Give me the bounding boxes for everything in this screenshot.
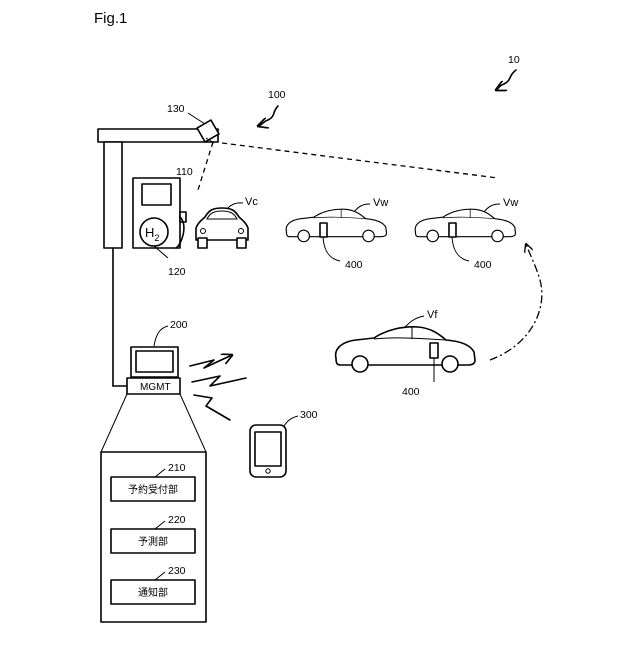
vw2-device-icon xyxy=(449,223,456,237)
camera-leader xyxy=(188,113,205,124)
travel-path-arrow xyxy=(490,244,542,360)
vw2-device-ref: 400 xyxy=(474,259,492,271)
vw1-device-icon xyxy=(320,223,327,237)
vf-device-icon xyxy=(430,343,438,358)
camera-ref: 130 xyxy=(167,103,185,115)
vw1-label: Vw xyxy=(373,197,388,209)
station-leader xyxy=(258,106,278,126)
vw2-device-leader xyxy=(452,237,469,261)
projection-left xyxy=(101,394,127,452)
server-label: MGMT xyxy=(140,382,171,393)
smartphone-icon xyxy=(250,425,286,477)
module-reservation-label: 予約受付部 xyxy=(128,483,178,496)
vw2-label: Vw xyxy=(503,197,518,209)
server-ref: 200 xyxy=(170,319,188,331)
vc-label: Vc xyxy=(245,196,258,208)
dispenser-ref: 110 xyxy=(176,166,193,178)
camera-view-line-far xyxy=(222,143,498,178)
vf-device-ref: 400 xyxy=(402,386,420,398)
vehicle-vw-1 xyxy=(286,209,386,242)
system-leader xyxy=(496,70,516,90)
station-ref: 100 xyxy=(268,89,286,101)
figure-title: Fig.1 xyxy=(94,10,127,27)
module-230-ref: 230 xyxy=(168,565,186,577)
vw1-device-ref: 400 xyxy=(345,259,363,271)
module-210-ref: 210 xyxy=(168,462,186,474)
vehicle-vf xyxy=(336,327,475,372)
projection-right xyxy=(180,394,206,452)
vf-label: Vf xyxy=(427,309,438,321)
server-leader xyxy=(154,326,168,346)
vw1-leader xyxy=(354,204,370,212)
terminal-leader xyxy=(283,416,298,428)
module-notification-label: 通知部 xyxy=(138,586,168,599)
vw1-device-leader xyxy=(323,237,340,261)
module-prediction-label: 予測部 xyxy=(138,535,168,548)
system-ref: 10 xyxy=(508,54,520,66)
tank-ref: 120 xyxy=(168,266,186,278)
vehicle-vc-front xyxy=(196,208,248,248)
vehicle-vw-2 xyxy=(415,209,515,242)
module-220-ref: 220 xyxy=(168,514,186,526)
hydrogen-dispenser xyxy=(133,178,186,248)
station-pole xyxy=(104,142,122,248)
wireless-signal-icon xyxy=(190,355,246,420)
terminal-ref: 300 xyxy=(300,409,318,421)
camera-view-line xyxy=(198,142,213,190)
vw2-leader xyxy=(484,204,500,212)
